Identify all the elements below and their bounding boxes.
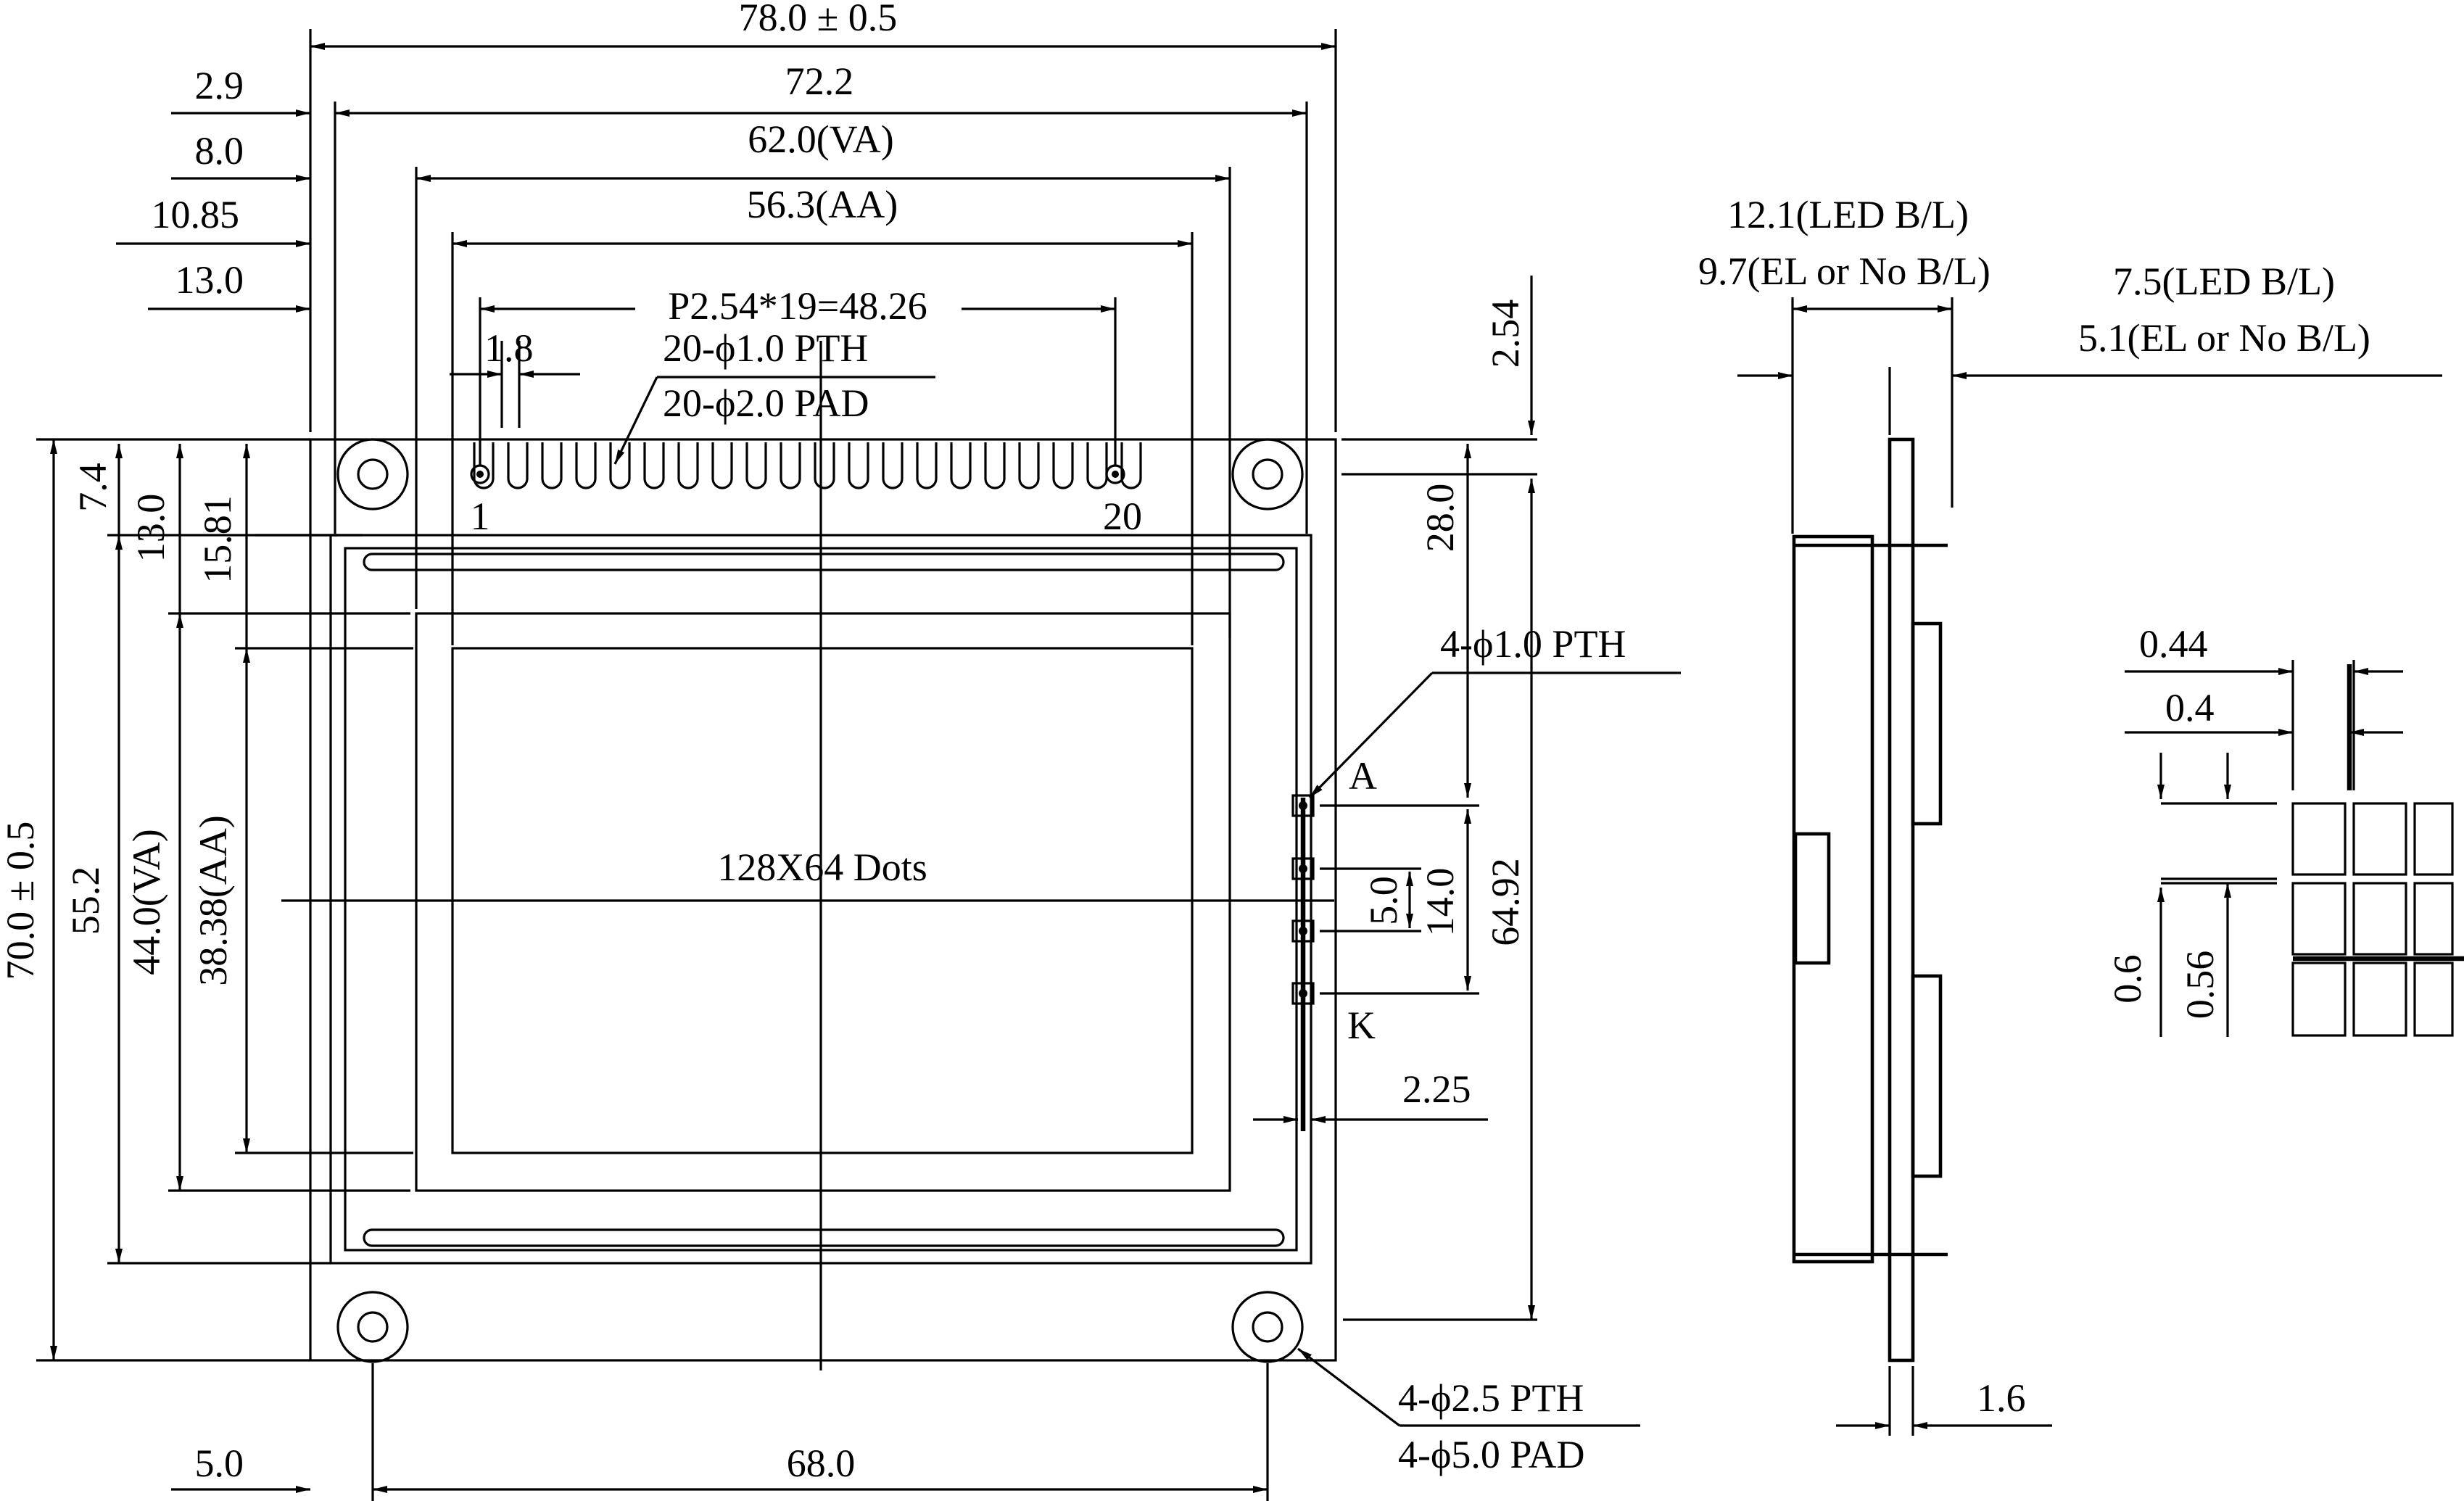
pcb-thickness-label: 1.6 [1977,1376,2026,1420]
module-led-label: 7.5(LED B/L) [2113,260,2335,303]
led-hole-label: 4-ϕ1.0 PTH [1440,622,1626,666]
dim-64-92: 64.92 [1484,858,1527,946]
gap-2-54: 2.54 [1484,299,1527,368]
offset-10-85: 10.85 [152,193,240,236]
viewing-area [415,612,1231,1192]
overall-width-label: 78.0 ± 0.5 [739,0,898,39]
led-pins [1291,794,1315,1131]
thick-led-label: 12.1(LED B/L) [1727,193,1969,236]
dot-pitch-y-label: 0.6 [2106,954,2149,1004]
offset-2-9: 2.9 [195,64,244,107]
display-label: 128X64 Dots [717,845,927,889]
offset-13-0-v: 13.0 [129,494,173,563]
front-view [36,29,1681,1501]
overall-height-label: 70.0 ± 0.5 [0,822,42,980]
anode-label: A [1349,754,1377,798]
dim-28-0: 28.0 [1418,484,1462,553]
dot-y-label: 0.56 [2178,951,2222,1020]
pin-pads [470,442,1142,489]
dim-14-0: 14.0 [1418,868,1462,937]
height-55-label: 55.2 [64,867,107,935]
side-lcd-body [1792,534,1874,1264]
mounting-holes [336,438,1304,1363]
pin-pad-label: 20-ϕ2.0 PAD [663,381,869,425]
offset-15-81: 15.81 [196,495,239,584]
side-pcb [1888,437,1915,1363]
dim-5-0-bottom: 5.0 [195,1442,244,1485]
side-bump [1793,832,1831,965]
dot-detail [2125,660,2464,1037]
thick-el-label: 9.7(EL or No B/L) [1698,249,1990,293]
side-pin-bottom [1911,974,1943,1178]
pin-offset-label: 1.8 [484,326,534,370]
va-height-label: 44.0(VA) [125,829,168,975]
dot-pitch-x-label: 0.44 [2139,622,2208,666]
pin-pitch-label: P2.54*19=48.26 [668,284,927,328]
side-pin-top [1911,621,1943,826]
module-el-label: 5.1(EL or No B/L) [2078,316,2370,360]
pin-hole-label: 20-ϕ1.0 PTH [663,326,868,370]
offset-7-4: 7.4 [71,463,115,512]
cathode-label: K [1347,1004,1376,1047]
labels: 78.0 ± 0.5 72.2 62.0(VA) 56.3(AA) P2.54*… [0,0,2370,1485]
aa-height-label: 38.38(AA) [191,815,235,985]
bottom-slot [363,1228,1285,1247]
aa-width-label: 56.3(AA) [747,183,898,226]
pin-last-label: 20 [1103,495,1142,538]
dim-2-25: 2.25 [1402,1067,1471,1111]
side-view [1737,297,2442,1436]
hole-width-label: 72.2 [785,59,854,103]
dim-5-0: 5.0 [1362,876,1405,925]
top-slot [363,553,1285,571]
va-width-label: 62.0(VA) [748,117,894,161]
offset-13-0: 13.0 [175,258,244,302]
mount-pad-label: 4-ϕ5.0 PAD [1398,1433,1584,1476]
offset-8-0: 8.0 [195,129,244,173]
dot-x-label: 0.4 [2165,686,2215,729]
dim-68-0: 68.0 [787,1442,856,1485]
pin-first-label: 1 [471,495,490,538]
mount-hole-label: 4-ϕ2.5 PTH [1398,1376,1584,1420]
